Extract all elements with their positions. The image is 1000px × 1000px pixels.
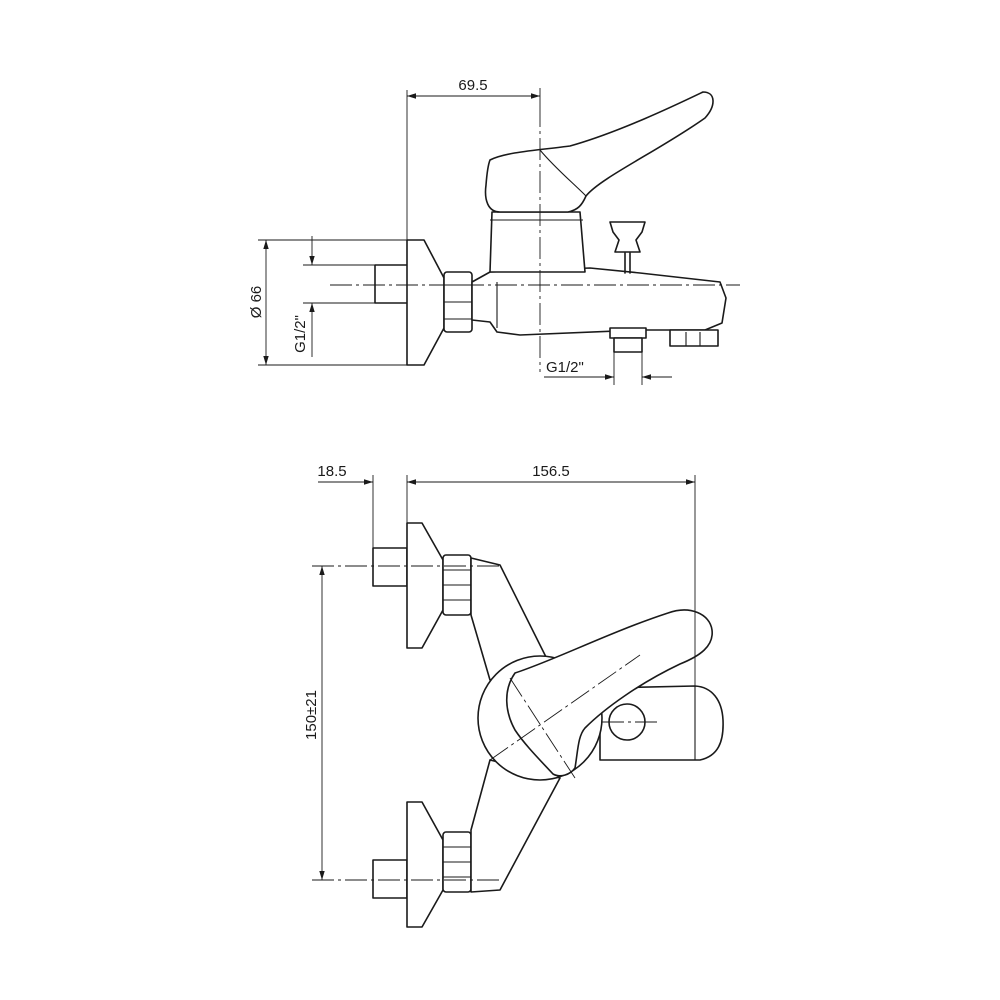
dim-156-5: 156.5 — [532, 463, 570, 480]
top-upper-pipe-stub — [372, 547, 408, 587]
side-diverter-knob — [609, 221, 646, 274]
side-faucet-body — [471, 267, 727, 336]
dim-69-5: 69.5 — [458, 77, 487, 94]
top-lower-hex-nut — [442, 831, 472, 893]
top-lower-flange — [406, 801, 444, 928]
side-view: 69.5 Ø 66 G1/2" G1/2" — [248, 77, 740, 385]
top-lower-pipe-stub — [372, 859, 408, 899]
side-hex-nut — [443, 271, 473, 333]
dim-18-5: 18.5 — [317, 463, 346, 480]
top-upper-hex-nut — [442, 554, 472, 616]
side-lever-handle — [484, 91, 714, 213]
side-shower-outlet-thread — [613, 337, 643, 353]
top-upper-flange — [406, 522, 444, 649]
top-view: 18.5 156.5 150±21 — [303, 463, 724, 928]
side-spout-tip — [669, 329, 719, 347]
top-lever-handle — [505, 609, 713, 777]
side-wall-pipe-stub — [374, 264, 409, 304]
dim-inlet-thread: G1/2" — [292, 315, 309, 353]
side-wall-flange — [406, 239, 445, 366]
side-cartridge-neck — [489, 211, 586, 273]
dim-diameter-66: Ø 66 — [248, 286, 265, 319]
dim-150-21: 150±21 — [303, 690, 320, 740]
side-shower-outlet — [609, 327, 647, 339]
dim-outlet-thread: G1/2" — [546, 359, 584, 376]
